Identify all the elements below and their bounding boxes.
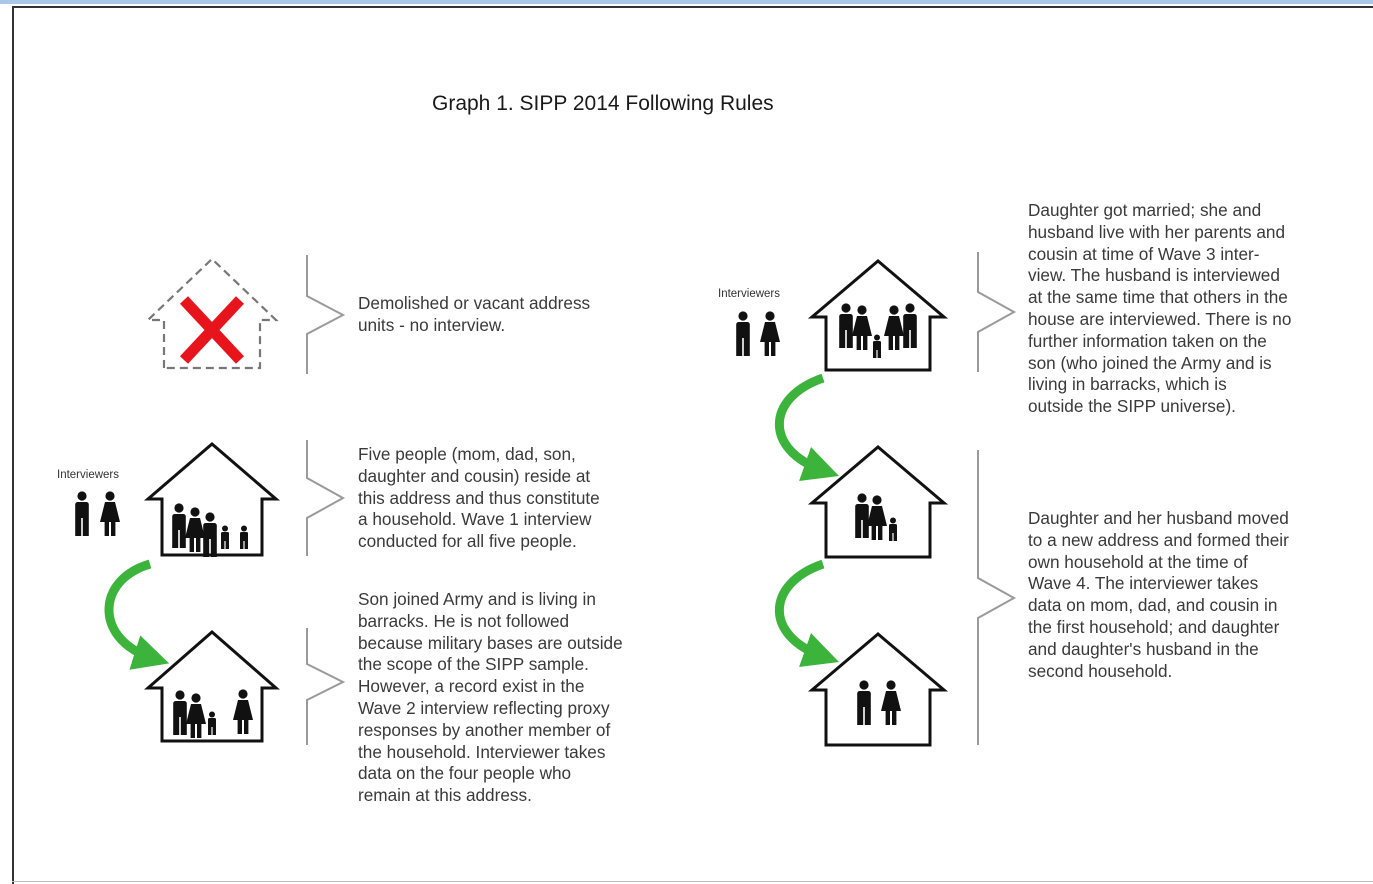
step-vacant-text: Demolished or vacant address units - no … (358, 293, 591, 335)
brace-wave3 (977, 252, 1017, 372)
brace-vacant (306, 255, 346, 374)
step-wave3-text: Daughter got married; she and husband li… (1028, 200, 1292, 417)
cross-icon (179, 296, 245, 364)
house-wave4-second-icon (807, 632, 949, 747)
brace-wave2 (306, 628, 346, 745)
arrow-wave3-to-wave4 (774, 373, 839, 482)
frame-bottom-border (12, 881, 1373, 882)
step-wave4-text: Daughter and her husband moved to a new … (1028, 508, 1289, 681)
window-top-bar (0, 0, 1373, 4)
graph-title: Graph 1. SIPP 2014 Following Rules (432, 92, 774, 115)
frame-left-border (12, 6, 14, 884)
interviewers-label-wave3: Interviewers (718, 288, 780, 300)
interviewers-icon-wave3 (736, 311, 780, 356)
step-wave1-text: Five people (mom, dad, son, daughter and… (358, 444, 600, 552)
frame-top-border (12, 6, 1373, 8)
step-wave2-text: Son joined Army and is living in barrack… (358, 589, 623, 806)
arrow-wave1-to-wave2 (104, 559, 170, 670)
arrow-wave4-to-new-household (774, 559, 839, 668)
interviewers-icon-wave1 (75, 491, 120, 536)
vacant-house-icon (145, 257, 279, 370)
interviewers-label-wave1: Interviewers (57, 469, 119, 481)
brace-wave4 (977, 450, 1017, 745)
brace-wave1 (306, 440, 346, 556)
